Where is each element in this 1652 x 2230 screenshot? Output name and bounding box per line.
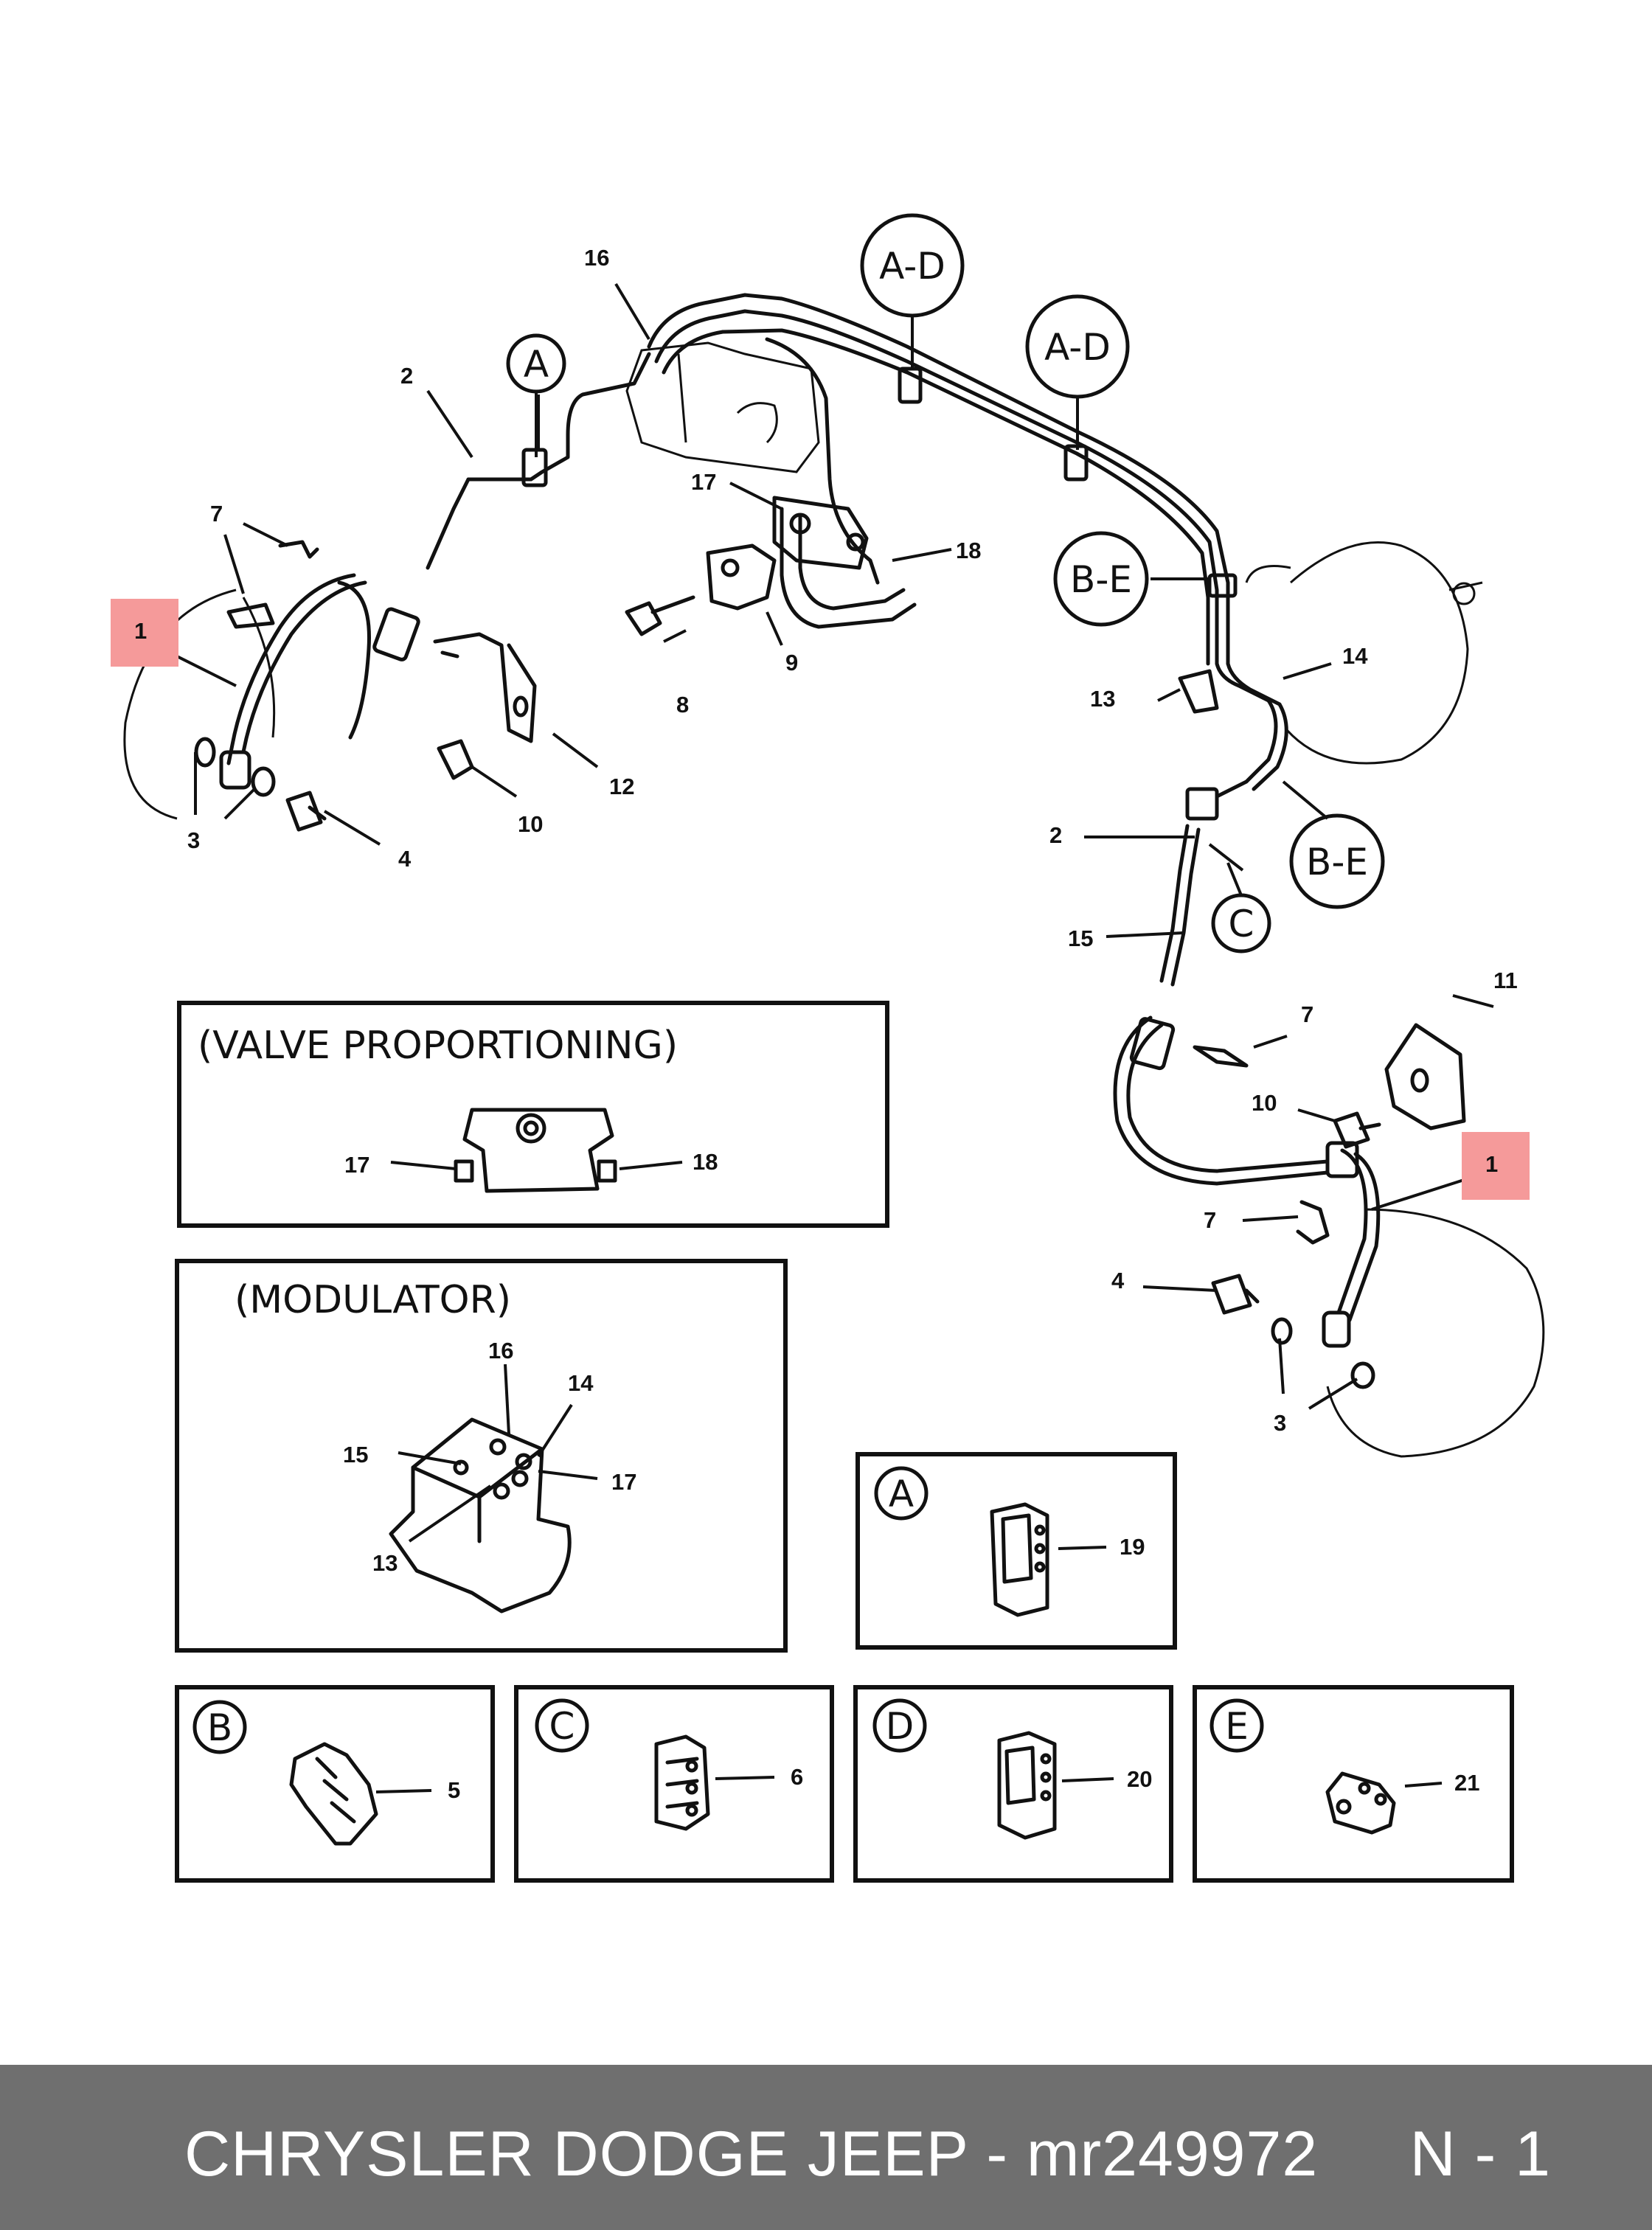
valve-proportioning-box: (VALVE PROPORTIONING) 17 18 — [177, 1001, 889, 1228]
callout-17: 17 — [691, 469, 716, 495]
callout-16: 16 — [584, 245, 609, 271]
valve-box-title: (VALVE PROPORTIONING) — [198, 1024, 678, 1068]
right-wheel-assembly — [1113, 1015, 1545, 1458]
callout-13: 13 — [1090, 686, 1115, 712]
brake-lines — [426, 293, 1288, 987]
detail-c-letter: C — [549, 1705, 575, 1748]
detail-b-part: 5 — [448, 1777, 460, 1803]
detail-box-d: D 20 — [853, 1685, 1173, 1883]
footer-text: CHRYSLER DODGE JEEP - mr249972 N - 1 — [184, 2119, 1551, 2189]
detail-b-letter: B — [207, 1706, 232, 1749]
detail-a-part: 19 — [1120, 1534, 1145, 1560]
callout-10-left: 10 — [518, 811, 543, 837]
callout-10-right: 10 — [1252, 1090, 1277, 1116]
footer-bar: CHRYSLER DODGE JEEP - mr249972 N - 1 — [0, 2065, 1652, 2230]
detail-d-letter: D — [886, 1705, 914, 1748]
callout-15: 15 — [1068, 925, 1093, 951]
callout-18: 18 — [956, 538, 981, 563]
callout-4-left: 4 — [398, 846, 412, 872]
callout-11: 11 — [1493, 968, 1518, 993]
modulator-label-13: 13 — [372, 1550, 398, 1576]
proportioning-valve-main — [772, 496, 869, 570]
highlight-right — [1462, 1132, 1530, 1200]
svg-text:B-E: B-E — [1070, 558, 1132, 601]
valve-box-label-18: 18 — [693, 1149, 718, 1175]
callout-4-right: 4 — [1111, 1268, 1125, 1293]
callout-labels: 1 1 2 2 3 3 4 4 7 7 7 8 9 10 10 11 12 13… — [111, 245, 1530, 1436]
detail-e-part: 21 — [1454, 1770, 1479, 1796]
modulator-label-17: 17 — [611, 1469, 636, 1495]
modulator-label-16: 16 — [488, 1338, 513, 1364]
callout-1-right: 1 — [1485, 1151, 1498, 1177]
reference-circles: A A-D A-D B-E B-E C — [506, 213, 1385, 954]
ref-circle-be-1 — [1053, 531, 1149, 627]
svg-text:A-D: A-D — [879, 245, 945, 288]
svg-text:A-D: A-D — [1044, 326, 1111, 369]
detail-d-part: 20 — [1127, 1766, 1152, 1792]
svg-text:A: A — [524, 343, 549, 386]
highlight-left — [111, 599, 178, 667]
callout-12: 12 — [609, 774, 634, 799]
callout-7-mid: 7 — [1301, 1001, 1313, 1027]
valve-box-label-17: 17 — [344, 1152, 369, 1178]
detail-e-letter: E — [1225, 1705, 1249, 1748]
detail-c-part: 6 — [791, 1764, 803, 1790]
callout-2-left: 2 — [400, 363, 413, 389]
detail-box-a: A 19 — [856, 1452, 1177, 1650]
svg-text:C: C — [1229, 903, 1254, 945]
ref-circle-be-2 — [1289, 813, 1385, 909]
callout-7-left: 7 — [210, 501, 223, 527]
brake-line-diagram: 1 1 2 2 3 3 4 4 7 7 7 8 9 10 10 11 12 13… — [111, 213, 1545, 1883]
detail-box-c: C 6 — [514, 1685, 834, 1883]
modulator-box: (MODULATOR) 16 14 15 17 13 — [175, 1259, 788, 1653]
callout-8: 8 — [676, 692, 689, 718]
svg-text:B-E: B-E — [1306, 841, 1368, 883]
detail-box-b: B 5 — [175, 1685, 495, 1883]
callout-3-left: 3 — [187, 827, 200, 853]
callout-14: 14 — [1342, 643, 1368, 669]
callout-1-left: 1 — [134, 618, 147, 644]
left-wheel-assembly — [123, 540, 777, 832]
modulator-label-15: 15 — [343, 1442, 368, 1467]
modulator-box-title: (MODULATOR) — [235, 1278, 511, 1322]
callout-3-right: 3 — [1274, 1410, 1286, 1436]
abs-modulator-main — [625, 341, 820, 473]
callout-7-right: 7 — [1204, 1207, 1216, 1233]
callout-9: 9 — [785, 650, 798, 675]
modulator-label-14: 14 — [568, 1370, 594, 1396]
callout-2-right: 2 — [1049, 822, 1062, 848]
leader-lines — [162, 282, 1494, 1410]
master-cylinder — [1245, 541, 1483, 765]
detail-box-e: E 21 — [1193, 1685, 1514, 1883]
detail-a-letter: A — [889, 1473, 914, 1515]
